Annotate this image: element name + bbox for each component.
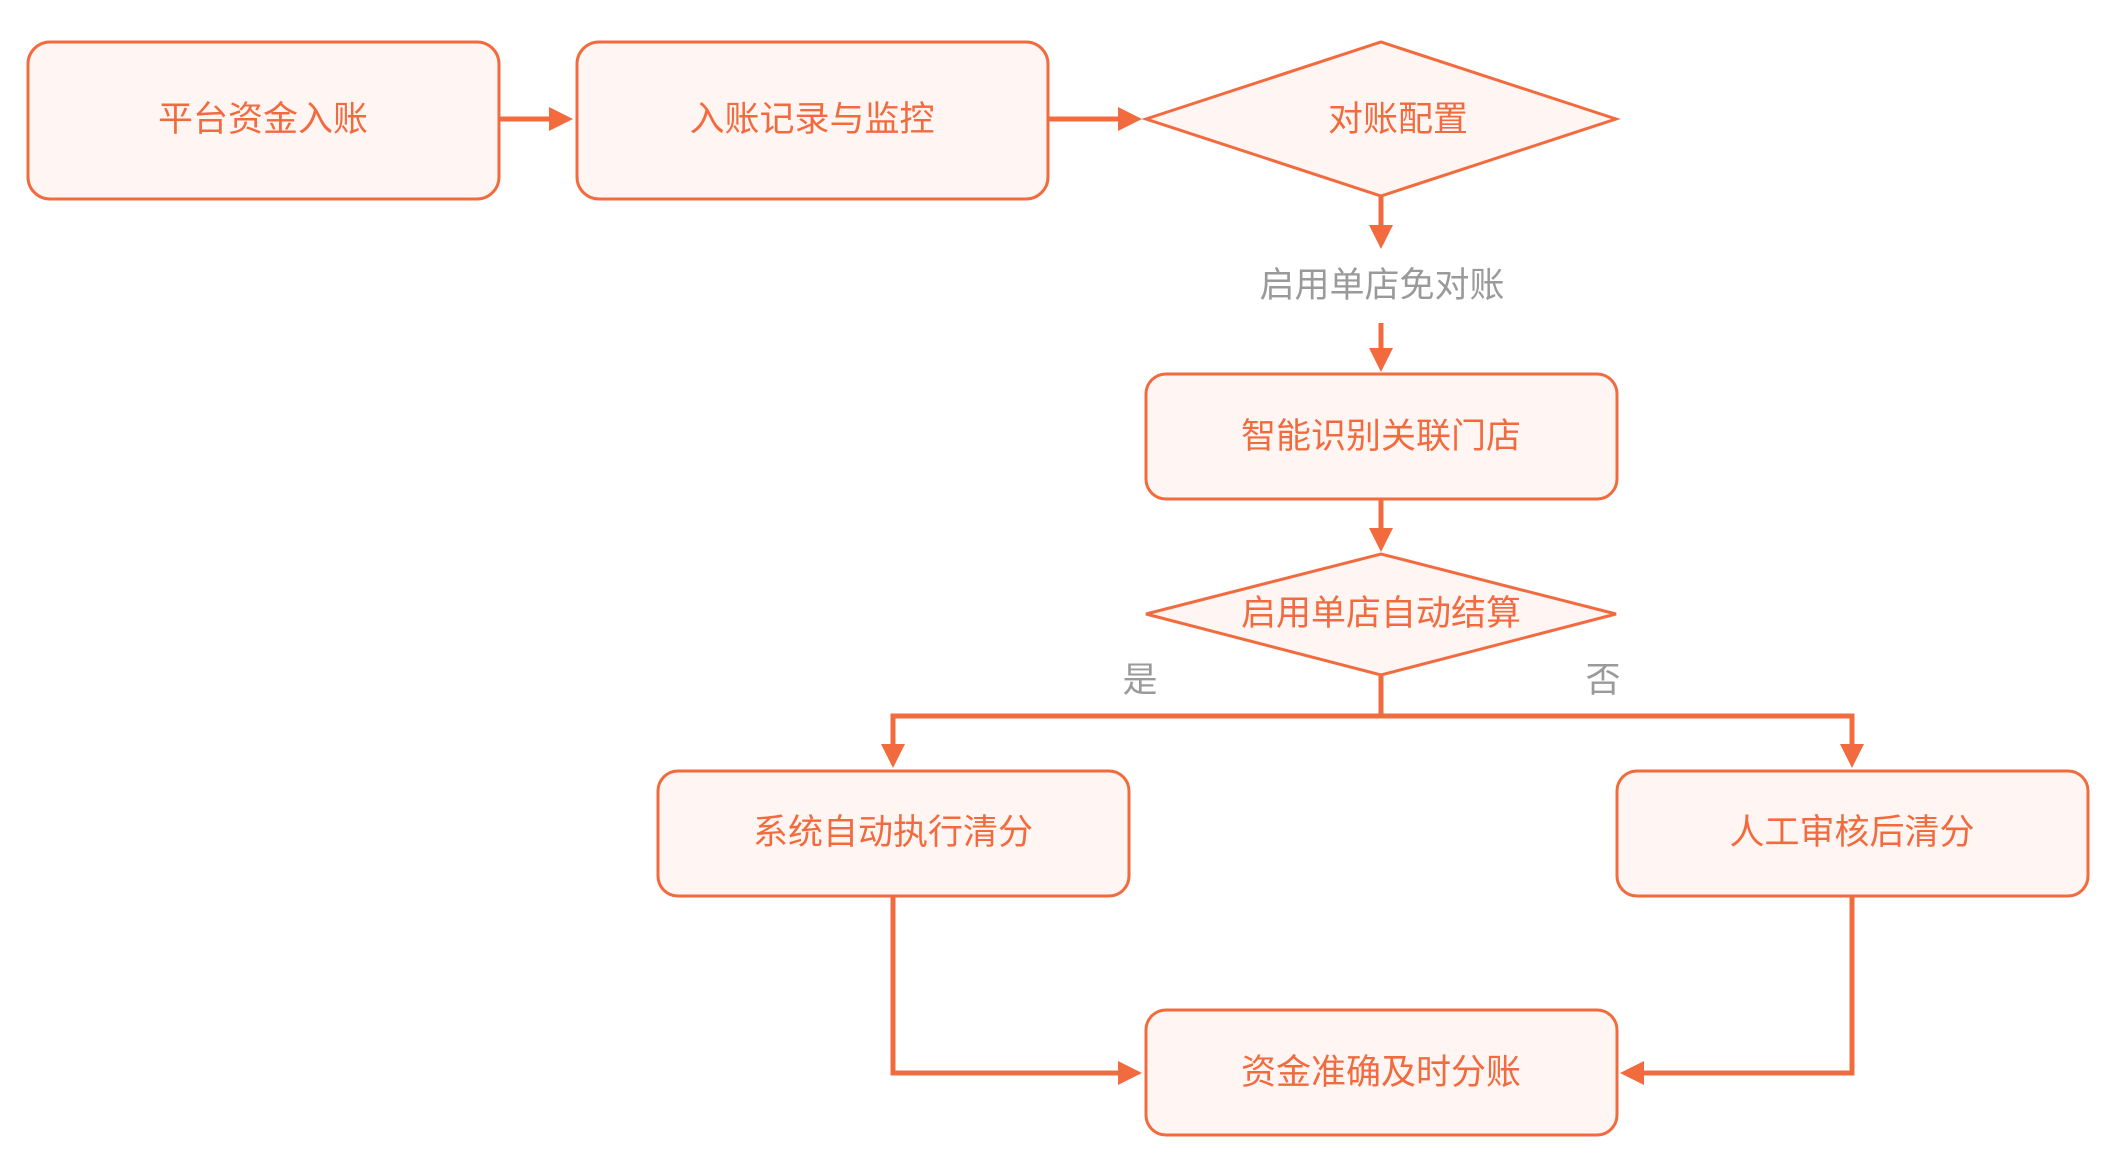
node-final: 资金准确及时分账	[1144, 1008, 1619, 1137]
node-reconcile-config: 对账配置	[1141, 40, 1621, 198]
arrowhead-settle	[1369, 528, 1393, 552]
node-manual-split-label: 人工审核后清分	[1729, 813, 1974, 853]
label-no: 否	[1585, 661, 1620, 701]
node-auto-settle-label: 启用单店自动结算	[1241, 594, 1521, 634]
node-final-label: 资金准确及时分账	[1241, 1053, 1521, 1093]
node-identify-store-label: 智能识别关联门店	[1241, 417, 1521, 457]
node-identify-store: 智能识别关联门店	[1144, 372, 1619, 501]
node-income-monitor: 入账记录与监控	[575, 40, 1050, 201]
arrowhead-monitor	[549, 107, 573, 131]
node-platform-income-label: 平台资金入账	[158, 100, 368, 140]
label-yes: 是	[1122, 661, 1157, 701]
node-manual-split: 人工审核后清分	[1615, 769, 2090, 898]
arrowhead-manual-split	[1840, 744, 1864, 768]
connector-auto-split-to-final	[890, 896, 1120, 1076]
connector-settle-branches	[890, 713, 1855, 744]
node-auto-split-label: 系统自动执行清分	[753, 813, 1033, 853]
connector-manual-split-to-final	[1642, 896, 1855, 1076]
node-auto-settle: 启用单店自动结算	[1145, 552, 1617, 677]
node-reconcile-config-label: 对账配置	[1328, 100, 1468, 140]
label-exempt: 启用单店免对账	[1259, 266, 1504, 306]
node-platform-income: 平台资金入账	[26, 40, 501, 201]
arrowhead-auto-split	[881, 744, 905, 768]
node-auto-split: 系统自动执行清分	[656, 769, 1131, 898]
arrowhead-config	[1118, 107, 1142, 131]
arrowhead-exempt	[1369, 225, 1393, 249]
node-income-monitor-label: 入账记录与监控	[689, 100, 934, 140]
arrowhead-final-left	[1118, 1061, 1142, 1085]
arrowhead-final-right	[1620, 1061, 1644, 1085]
arrowhead-identify	[1369, 348, 1393, 372]
